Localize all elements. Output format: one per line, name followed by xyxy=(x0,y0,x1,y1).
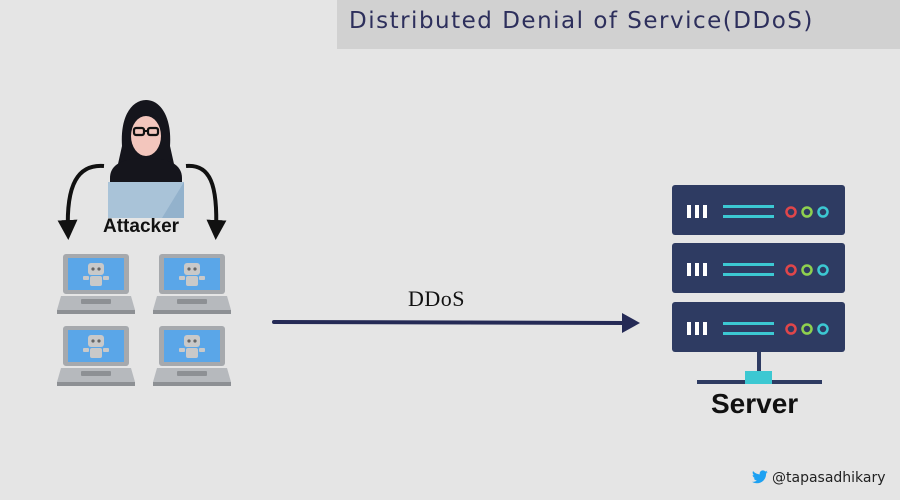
infected-laptop-icon xyxy=(57,326,135,386)
server-rack-icon xyxy=(670,183,847,384)
infected-laptop-icon xyxy=(153,254,231,314)
attacker-label: Attacker xyxy=(103,216,180,237)
diagram-title: Distributed Denial of Service(DDoS) xyxy=(349,8,814,34)
ddos-label: DDoS xyxy=(408,286,466,311)
infected-laptop-icon xyxy=(57,254,135,314)
arrow-to-left-bots xyxy=(57,163,105,240)
author-credit[interactable]: @tapasadhikary xyxy=(752,470,886,486)
hooded-hacker-icon xyxy=(108,100,184,218)
infected-laptop-icon xyxy=(153,326,231,386)
bot-laptops xyxy=(57,254,231,386)
arrow-to-right-bots xyxy=(185,163,227,240)
title-bar: Distributed Denial of Service(DDoS) xyxy=(337,0,900,49)
attacker-arrows xyxy=(57,163,227,240)
ddos-arrow xyxy=(272,313,640,333)
twitter-bird-icon xyxy=(752,470,768,484)
twitter-handle: @tapasadhikary xyxy=(772,470,886,486)
server-label: Server xyxy=(711,388,799,419)
